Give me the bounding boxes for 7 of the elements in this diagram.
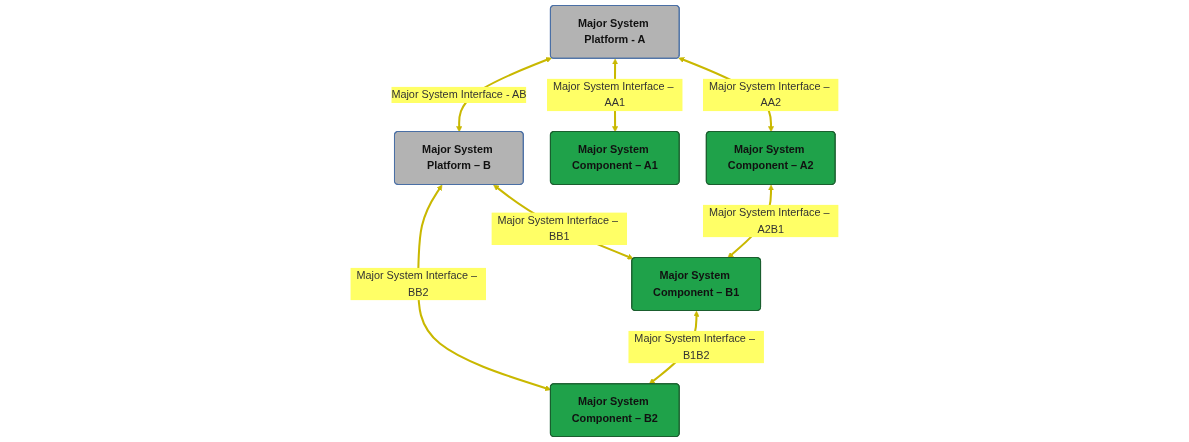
edge-label: Major System Interface - AB <box>391 88 527 101</box>
edge-label: Major System Interface – A2B1 <box>708 206 830 235</box>
edge-label: Major System Interface – AA1 <box>553 80 674 109</box>
edge-label: Major System Interface – BB1 <box>497 214 619 243</box>
edge-label: Major System Interface – B1B2 <box>634 332 755 361</box>
edge-label: Major System Interface – BB2 <box>356 269 478 298</box>
edge-label: Major System Interface – AA2 <box>708 80 830 109</box>
